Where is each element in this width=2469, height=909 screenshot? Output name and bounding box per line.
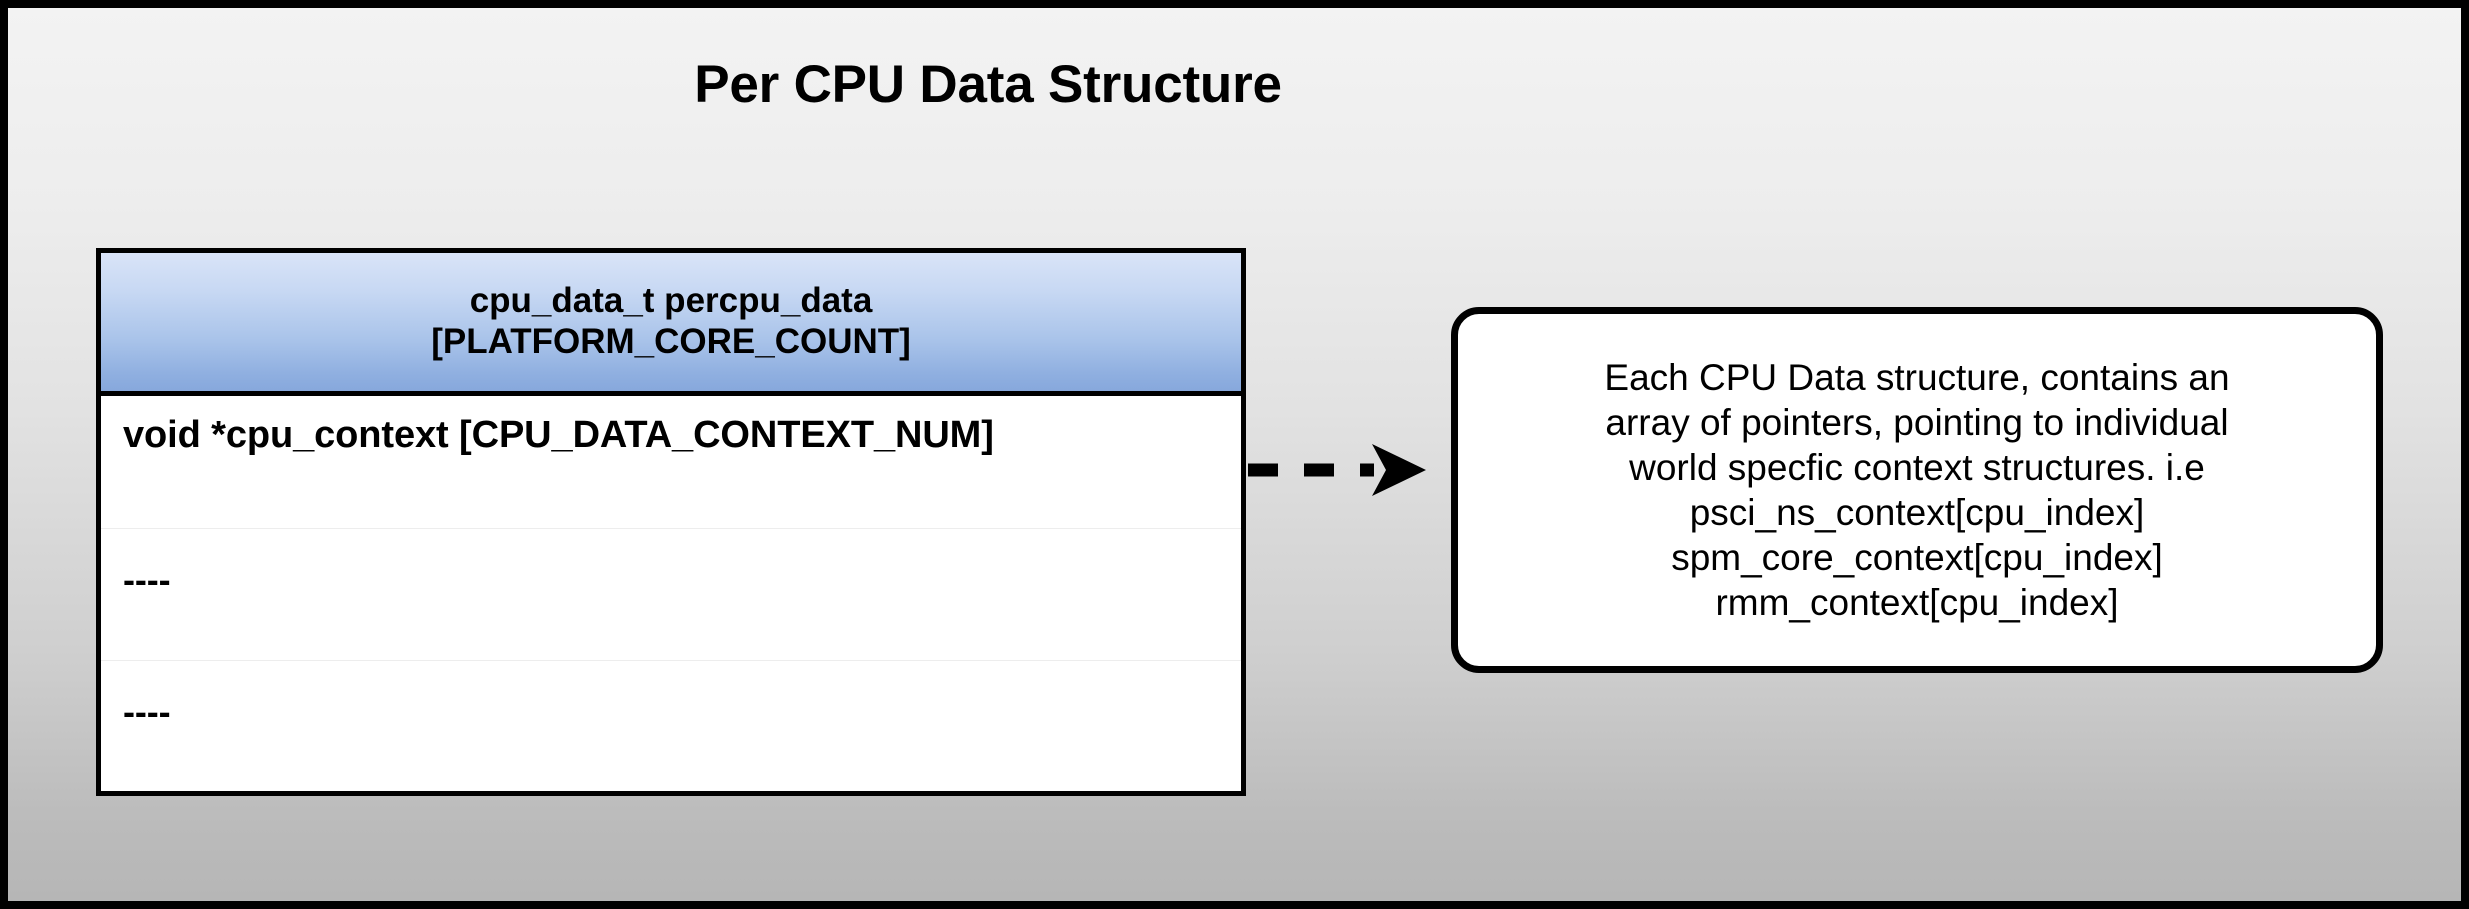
callout-box: Each CPU Data structure, contains an arr… (1451, 307, 2383, 673)
table-row: ---- (101, 660, 1241, 792)
struct-header-size-line: [PLATFORM_CORE_COUNT] (431, 322, 911, 361)
struct-table-body: void *cpu_context [CPU_DATA_CONTEXT_NUM]… (101, 396, 1241, 791)
callout-line: psci_ns_context[cpu_index] (1689, 492, 2145, 533)
struct-field-placeholder-1: ---- (123, 559, 171, 600)
struct-table-header: cpu_data_t percpu_data [PLATFORM_CORE_CO… (101, 253, 1241, 396)
page-title: Per CPU Data Structure (694, 55, 1282, 114)
struct-field-placeholder-2: ---- (123, 691, 171, 732)
callout-line: Each CPU Data structure, contains an (1604, 356, 2230, 398)
percpu-data-struct-table: cpu_data_t percpu_data [PLATFORM_CORE_CO… (96, 248, 1246, 796)
callout-line: world specfic context structures. i.e (1629, 446, 2205, 488)
table-row: void *cpu_context [CPU_DATA_CONTEXT_NUM] (101, 396, 1241, 528)
arrow-right-icon (1248, 444, 1426, 496)
struct-header-type-line: cpu_data_t percpu_data (469, 281, 873, 321)
struct-field-cpu-context: void *cpu_context [CPU_DATA_CONTEXT_NUM] (123, 414, 994, 456)
dashed-arrow-connector (1246, 440, 1436, 500)
callout-line: array of pointers, pointing to individua… (1605, 401, 2229, 443)
callout-line: rmm_context[cpu_index] (1715, 582, 2119, 624)
callout-line: spm_core_context[cpu_index] (1671, 537, 2163, 579)
table-row: ---- (101, 528, 1241, 660)
